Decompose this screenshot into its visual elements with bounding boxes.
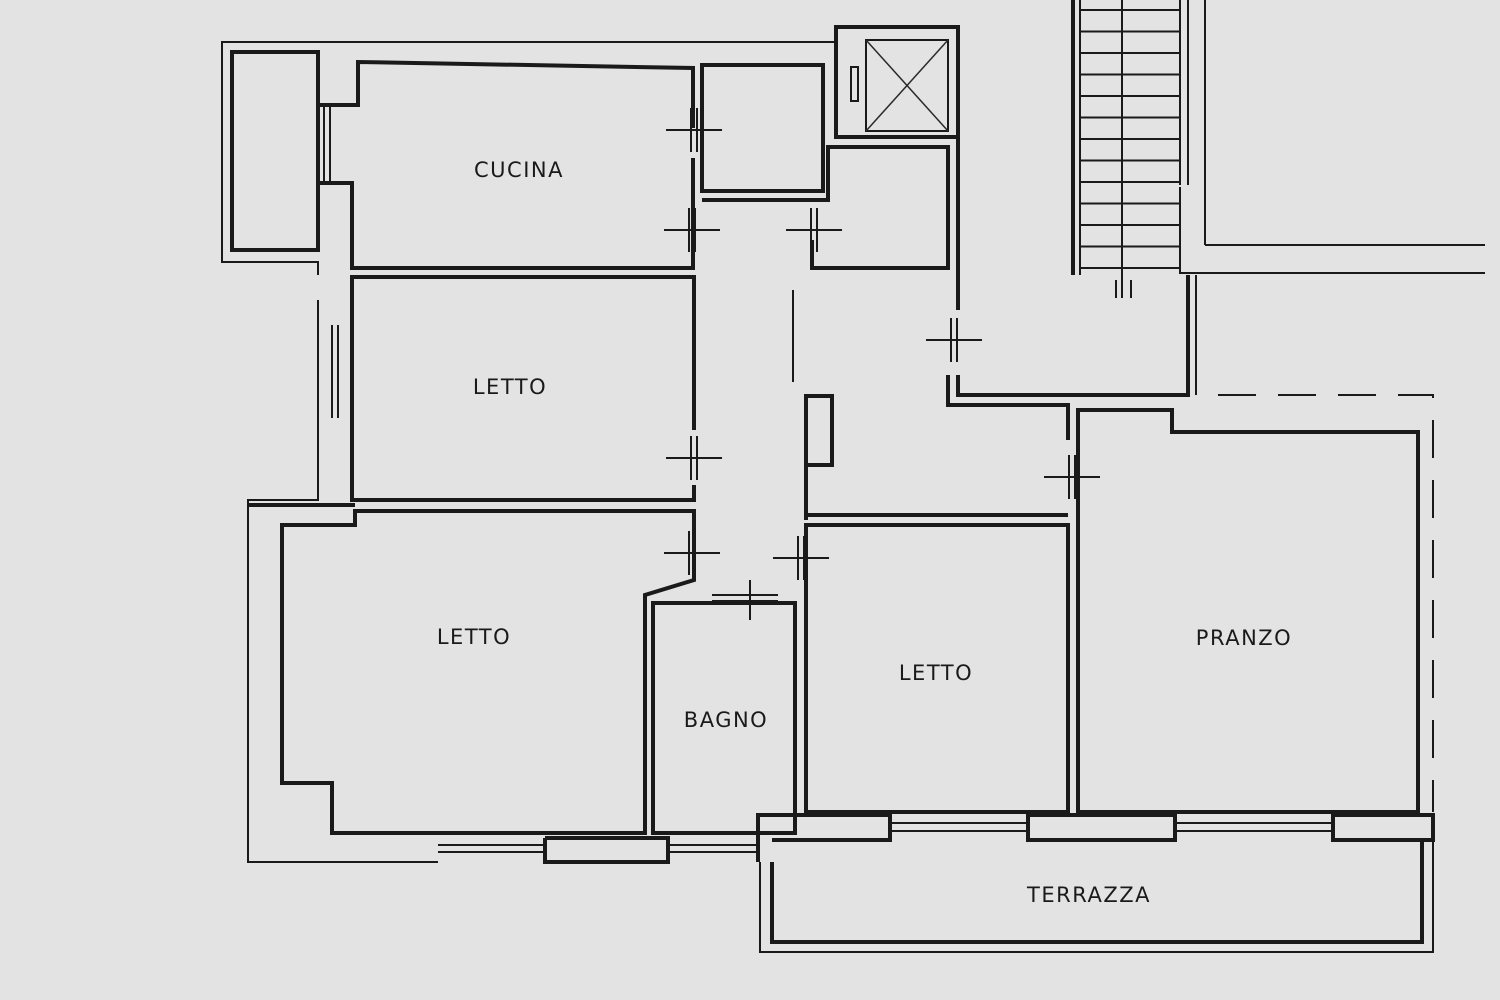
room-label-letto-2: LETTO bbox=[436, 625, 512, 649]
room-label-cucina: CUCINA bbox=[474, 158, 564, 182]
small-balcony bbox=[230, 50, 320, 252]
lift-shaft bbox=[834, 25, 960, 139]
lift-button bbox=[850, 66, 859, 102]
dashed-boundary bbox=[1218, 394, 1434, 812]
room-label-pranzo: PRANZO bbox=[1195, 626, 1293, 650]
cucina-walls-2 bbox=[318, 158, 695, 270]
terrazza-outer bbox=[759, 842, 1434, 953]
landing-wall bbox=[956, 275, 1190, 397]
letto-1-walls bbox=[350, 275, 696, 430]
south-wall bbox=[756, 813, 892, 862]
corridor-wall bbox=[702, 145, 950, 270]
terrazza-inner bbox=[770, 842, 1424, 944]
entry-wall bbox=[946, 375, 1070, 440]
wall-pier bbox=[543, 836, 670, 864]
room-label-letto-1: LETTO bbox=[472, 375, 548, 399]
letto-2-walls bbox=[280, 509, 696, 835]
lift-car bbox=[865, 39, 949, 132]
outer-wall-top bbox=[221, 41, 838, 275]
letto-3-walls bbox=[804, 523, 1070, 814]
cucina-walls bbox=[318, 59, 695, 128]
outer-wall-left bbox=[247, 420, 438, 863]
stair-landing bbox=[1179, 187, 1485, 274]
wall-pier bbox=[1026, 813, 1177, 842]
bagno-walls bbox=[651, 601, 797, 835]
corridor-closet bbox=[804, 394, 834, 520]
door-marks bbox=[664, 108, 1100, 620]
room-label-terrazza: TERRAZZA bbox=[1027, 883, 1151, 907]
south-windows bbox=[890, 822, 1333, 832]
room-label-letto-3: LETTO bbox=[898, 661, 974, 685]
letto-1-walls-2 bbox=[350, 420, 696, 502]
lift-cross bbox=[865, 39, 949, 132]
room-label-bagno: BAGNO bbox=[683, 708, 769, 732]
wall-pier bbox=[1331, 813, 1435, 842]
stair-steps bbox=[1080, 9, 1180, 269]
storage-room bbox=[700, 63, 825, 193]
pranzo-walls bbox=[1076, 408, 1420, 814]
